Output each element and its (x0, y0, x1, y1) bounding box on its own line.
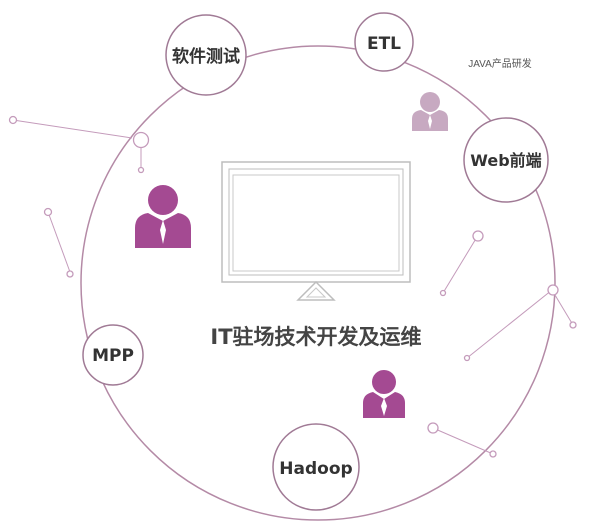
person-icon-faded (412, 92, 448, 131)
node-web-frontend-label: Web前端 (470, 151, 541, 170)
node-hadoop-label: Hadoop (279, 459, 352, 479)
node-mpp: MPP (82, 324, 144, 386)
connector-dots (8, 115, 577, 458)
node-etl: ETL (354, 12, 414, 72)
outer-ring (80, 45, 556, 521)
center-title: IT驻场技术开发及运维 (210, 325, 421, 349)
person-icon-left (135, 185, 191, 248)
node-mpp-label: MPP (92, 346, 134, 366)
connector-lines (12, 119, 574, 455)
person-icon-bottom (363, 370, 405, 418)
monitor-icon (221, 161, 411, 301)
node-hadoop: Hadoop (272, 423, 360, 511)
node-web-frontend: Web前端 (463, 117, 549, 203)
node-software-testing-label: 软件测试 (172, 46, 240, 67)
node-software-testing: 软件测试 (165, 14, 247, 96)
node-etl-label: ETL (367, 34, 401, 54)
watermark-label: JAVA产品研发 (468, 57, 532, 70)
